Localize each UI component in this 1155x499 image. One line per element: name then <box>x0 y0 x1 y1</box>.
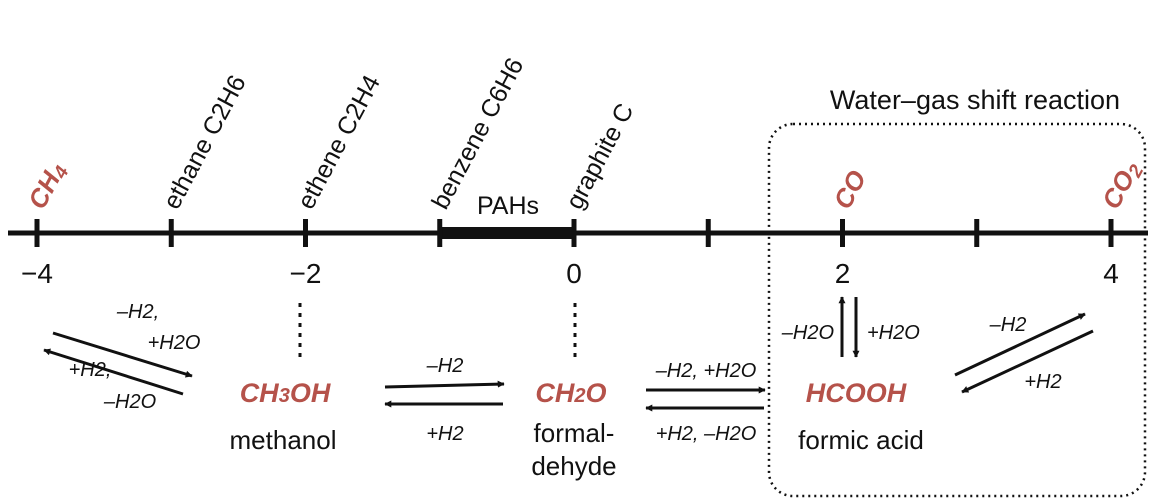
axis-tick-label: 0 <box>566 258 582 289</box>
top-species-accent-label: CH4 <box>22 157 74 215</box>
formaldehyde-name-line1: formal- <box>534 418 615 448</box>
r1-reverse-line2: –H2O <box>103 391 156 413</box>
pahs-label: PAHs <box>477 192 539 220</box>
r5-forward-label: –H2 <box>989 314 1027 336</box>
r2-reverse-label: +H2 <box>426 423 463 445</box>
formaldehyde-name-line2: dehyde <box>531 451 616 481</box>
r5-reverse-arrow <box>961 329 1094 394</box>
methanol-formula: CH3OH <box>240 378 331 408</box>
axis-tick-label: 4 <box>1103 258 1119 289</box>
r2-forward-arrow <box>384 380 505 389</box>
axis-tick-label: −2 <box>290 258 322 289</box>
r5-forward-arrow <box>954 312 1086 377</box>
r5-reverse-label: +H2 <box>1024 371 1061 393</box>
top-species-accent-label: CO2 <box>1096 156 1149 216</box>
r3-forward-label: –H2, +H2O <box>655 360 757 382</box>
r1-reverse-arrow <box>43 348 184 396</box>
top-species-label: benzene C6H6 <box>426 53 529 213</box>
formic-acid-name: formic acid <box>798 425 924 455</box>
r1-forward-line1: –H2, <box>116 301 159 323</box>
water-gas-shift-title: Water–gas shift reaction <box>830 85 1120 115</box>
r1-reverse-line1: +H2, <box>69 359 112 381</box>
r4-up-label: –H2O <box>781 322 834 344</box>
formaldehyde-formula: CH2O <box>535 378 606 408</box>
top-species-label: ethene C2H4 <box>292 71 386 214</box>
water-gas-shift-box <box>767 122 1147 498</box>
r4-down-label: +H2O <box>867 322 920 344</box>
formic-acid-formula: HCOOH <box>806 378 907 408</box>
top-species-label: ethane C2H6 <box>158 71 252 214</box>
methanol-name: methanol <box>230 425 337 455</box>
axis-ticks: −4 −2 0 2 4 <box>21 219 1119 289</box>
top-species-label: graphite C <box>561 99 640 214</box>
r1-forward-arrow <box>52 331 193 378</box>
r2-forward-label: –H2 <box>426 355 464 377</box>
top-species-accent-label: CO <box>827 165 872 214</box>
r1-forward-line2: +H2O <box>148 332 201 354</box>
top-species-labels: CH4 ethane C2H6 ethene C2H4 benzene C6H6 gra… <box>22 53 1149 215</box>
axis-tick-label: 2 <box>835 258 851 289</box>
r3-reverse-label: +H2, –H2O <box>656 423 757 445</box>
axis-tick-label: −4 <box>21 258 53 289</box>
